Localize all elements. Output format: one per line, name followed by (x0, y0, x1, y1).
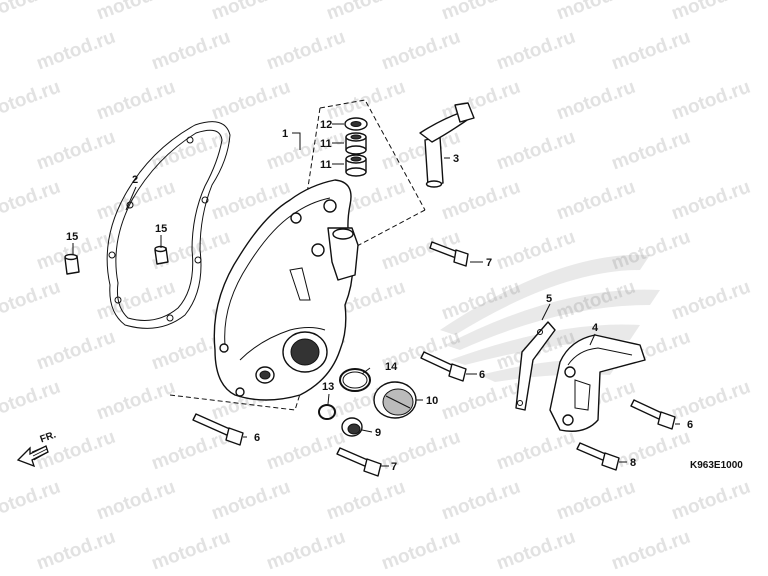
bearing (345, 132, 367, 155)
callout-14: 14 (385, 361, 398, 373)
callout-1: 1 (282, 128, 288, 140)
callout-10: 10 (426, 395, 438, 407)
callout-7: 7 (486, 257, 492, 269)
callout-6: 6 (479, 369, 485, 381)
leader-lines (72, 123, 680, 467)
o-ring (318, 404, 336, 420)
callout-15: 15 (155, 223, 167, 235)
bolt (192, 413, 244, 446)
callout-6: 6 (254, 432, 260, 444)
oil-seal (344, 117, 368, 131)
hole-cap (341, 417, 363, 437)
bolt (576, 442, 620, 471)
bolt (429, 241, 469, 267)
callout-11: 11 (320, 138, 332, 150)
callout-4: 4 (592, 322, 599, 334)
bolt (630, 399, 676, 430)
dowel-pin (154, 245, 169, 265)
callout-11: 11 (320, 159, 332, 171)
callout-7: 7 (391, 461, 397, 473)
callout-labels: 1 2 3 4 5 6 6 6 6 7 7 8 9 10 11 11 12 13… (66, 119, 693, 473)
callout-12: 12 (320, 119, 332, 131)
sprocket-cover (549, 334, 646, 432)
callout-5: 5 (546, 293, 552, 305)
dowel-pin (64, 253, 80, 275)
callout-2: 2 (132, 174, 138, 186)
front-arrow-icon (16, 445, 49, 468)
bolt (420, 351, 467, 382)
callout-15: 15 (66, 231, 78, 243)
callout-13: 13 (322, 381, 334, 393)
bearing (345, 154, 367, 177)
gasket (106, 121, 231, 329)
callout-3: 3 (453, 153, 459, 165)
o-ring (339, 368, 371, 392)
diagram-code: K963E1000 (690, 460, 743, 471)
guide-plate (515, 321, 556, 411)
hole-cap (373, 381, 417, 419)
callout-8: 8 (630, 457, 636, 469)
callout-9: 9 (375, 427, 381, 439)
bolt (336, 447, 382, 477)
callout-6: 6 (687, 419, 693, 431)
crankcase-cover (213, 179, 359, 401)
pipe (419, 102, 475, 188)
